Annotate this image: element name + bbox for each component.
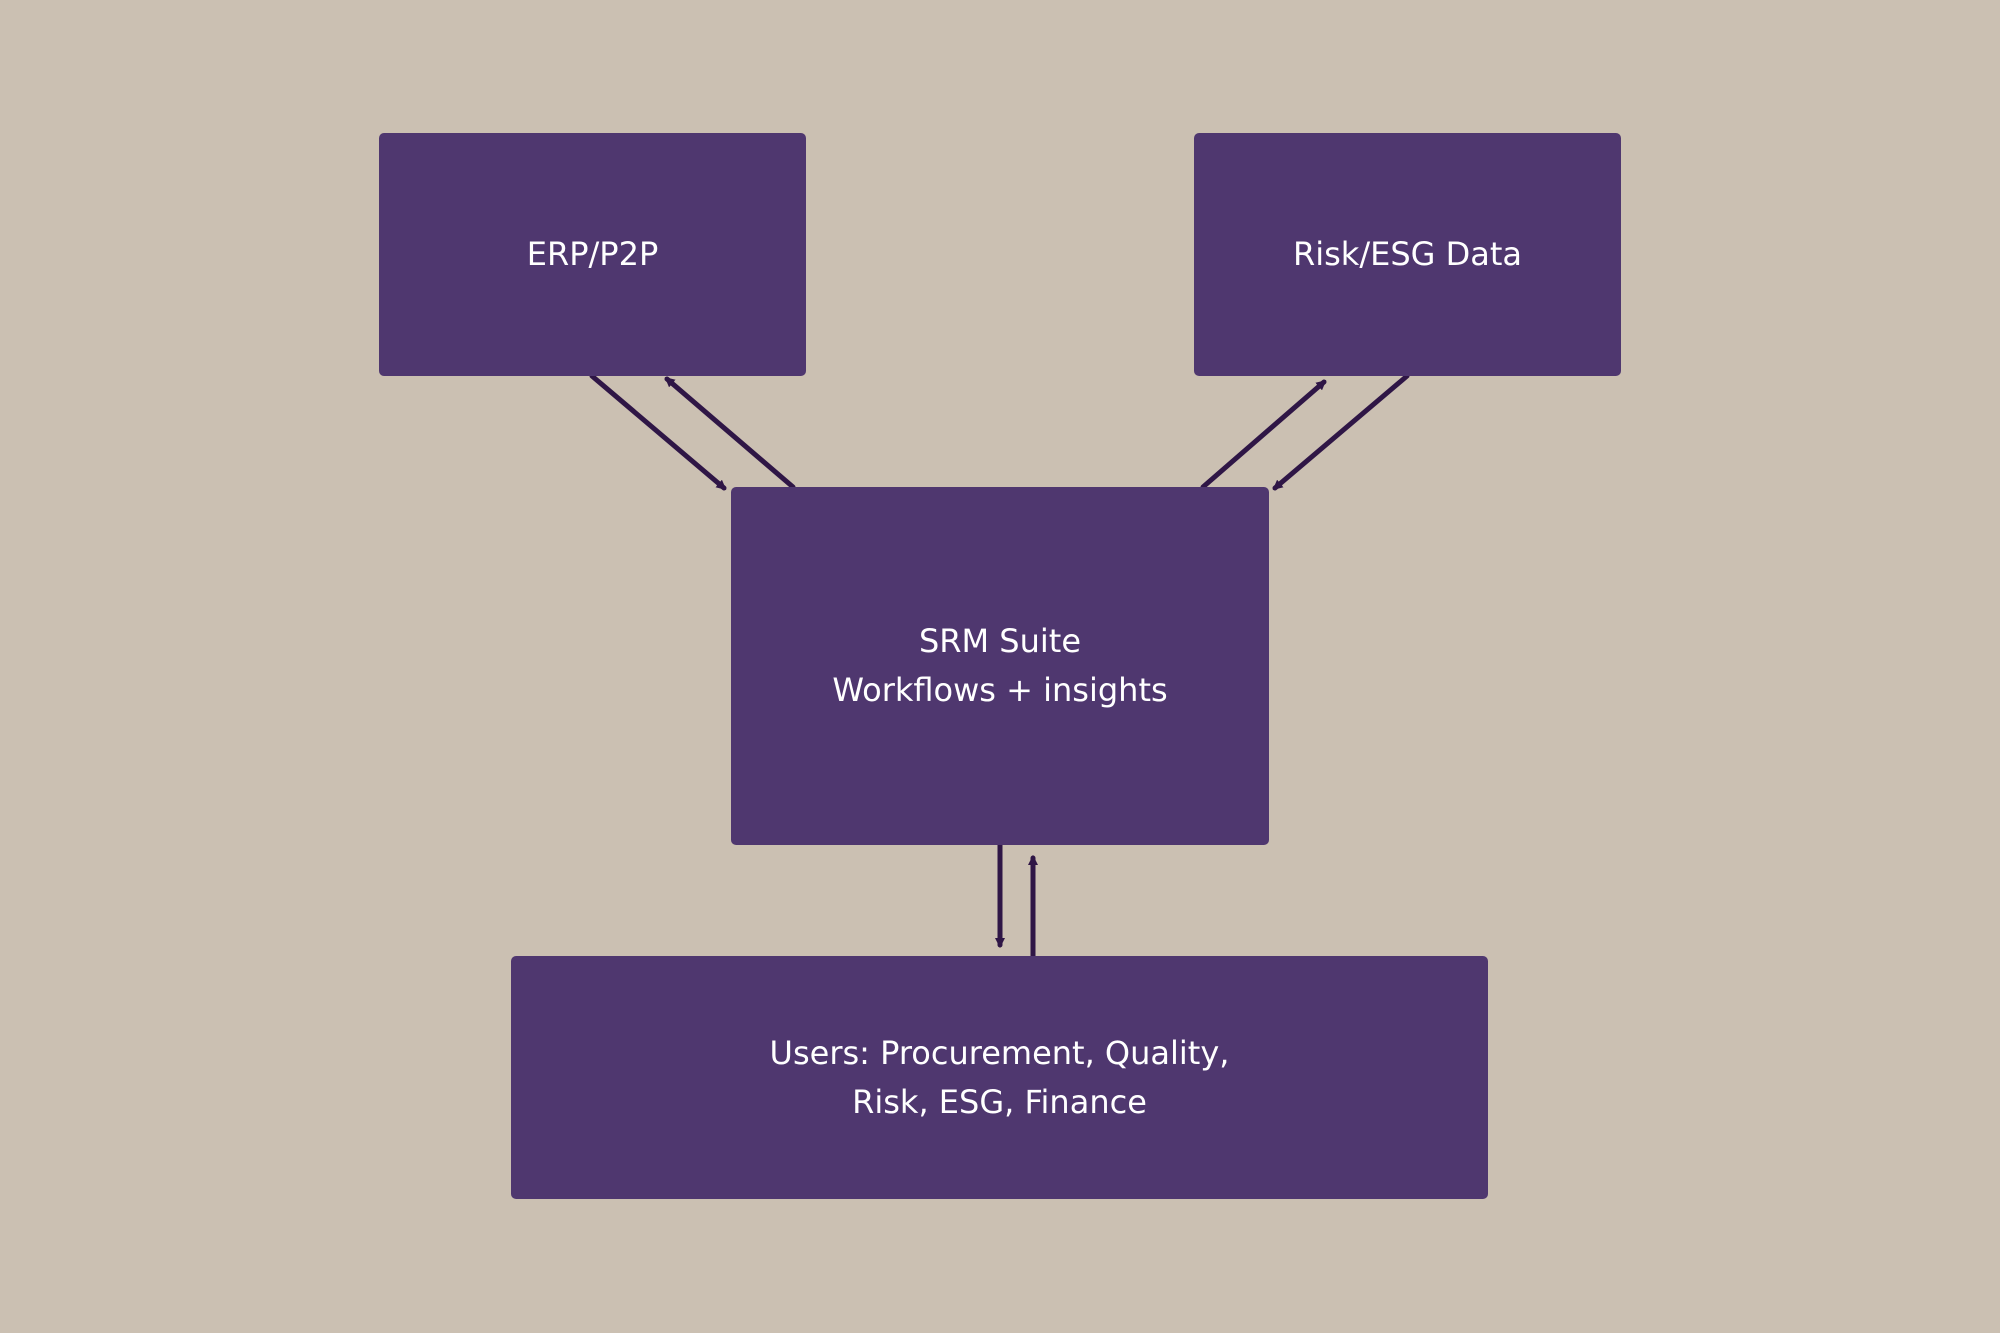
arrow-srm-to-erp bbox=[664, 376, 796, 490]
arrow-risk-to-srm bbox=[1272, 373, 1410, 491]
node-users-line2: Risk, ESG, Finance bbox=[852, 1082, 1147, 1121]
node-srm-subtitle: Workflows + insights bbox=[832, 671, 1168, 709]
node-srm-title: SRM Suite bbox=[918, 622, 1082, 660]
node-erp-label: ERP/P2P bbox=[526, 235, 659, 273]
node-users: Users: Procurement, Quality, Risk, ESG, … bbox=[511, 956, 1488, 1199]
node-users-line1: Users: Procurement, Quality, bbox=[769, 1033, 1230, 1072]
node-srm-suite: SRM Suite Workflows + insights bbox=[731, 487, 1269, 845]
node-risk-esg-data: Risk/ESG Data bbox=[1194, 133, 1621, 376]
node-risk-label: Risk/ESG Data bbox=[1292, 235, 1522, 273]
node-erp-p2p: ERP/P2P bbox=[379, 133, 806, 376]
arrow-srm-to-risk bbox=[1200, 379, 1327, 490]
arrow-erp-to-srm bbox=[589, 373, 727, 491]
